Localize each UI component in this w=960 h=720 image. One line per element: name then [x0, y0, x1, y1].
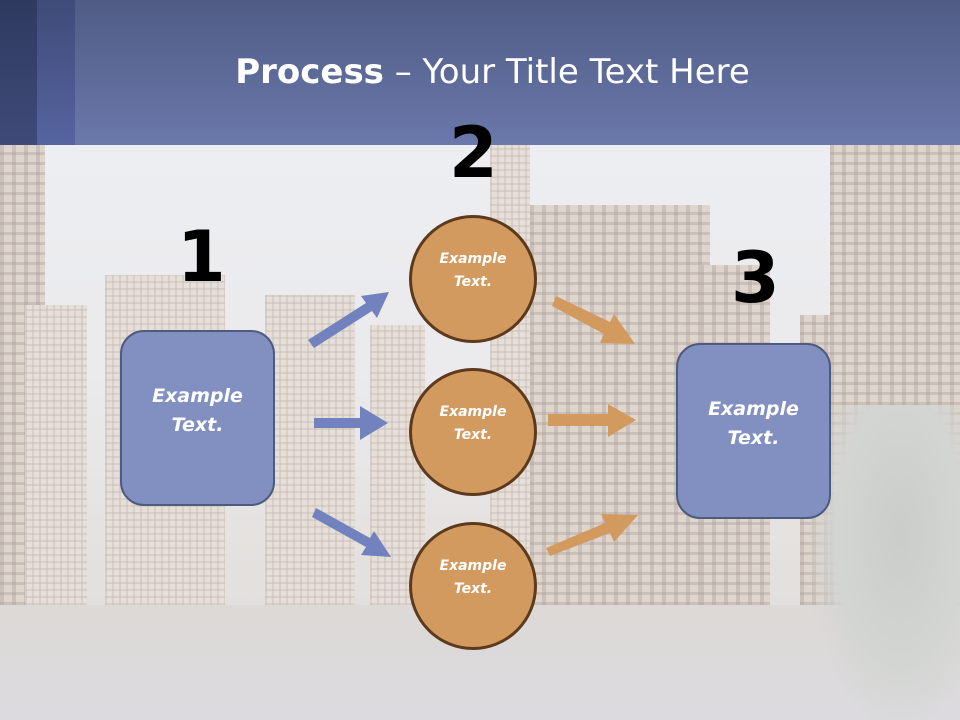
text-line: Example: [708, 398, 799, 420]
decor-strip: [37, 0, 75, 145]
title-bar: Process – Your Title Text Here: [0, 0, 960, 145]
text-line: Example: [439, 558, 507, 574]
trees: [810, 405, 960, 720]
text-line: Text.: [453, 581, 493, 597]
text-line: Text.: [453, 274, 493, 290]
title-rest: – Your Title Text Here: [383, 52, 750, 92]
text-line: Text.: [171, 414, 224, 436]
text-line: Example: [439, 251, 507, 267]
step-number-2: 2: [449, 112, 498, 194]
decor-strip: [0, 0, 37, 145]
background-building: [370, 325, 425, 605]
background-building: [25, 305, 87, 605]
text-line: Example: [439, 404, 507, 420]
text-line: Text.: [453, 427, 493, 443]
text-line: Example: [152, 385, 243, 407]
slide-title[interactable]: Process – Your Title Text Here: [0, 52, 960, 92]
text-line: Text.: [727, 427, 780, 449]
step-number-3: 3: [731, 237, 780, 319]
title-bold: Process: [235, 52, 384, 92]
step-number-1: 1: [177, 216, 226, 298]
